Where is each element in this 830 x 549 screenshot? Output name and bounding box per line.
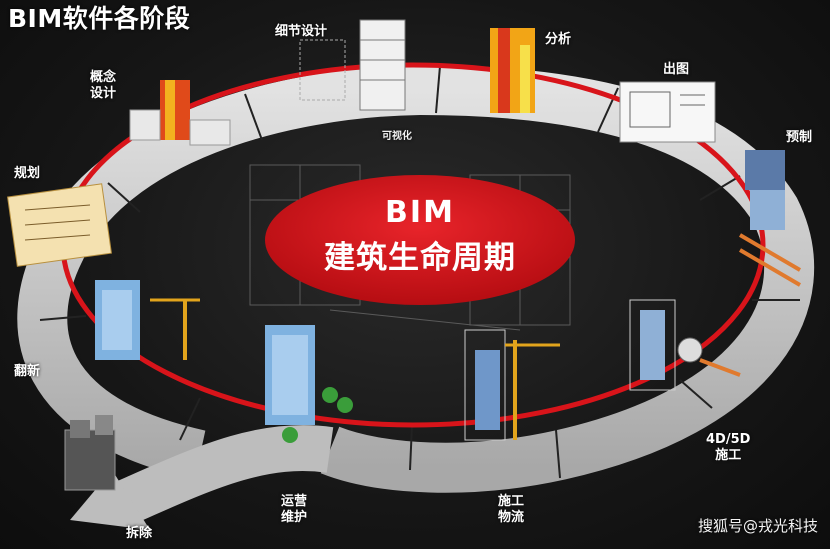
stage-label-analysis: 分析 (545, 32, 572, 47)
analysis-tower-icon (490, 28, 535, 113)
stage-label-construction-4d5d: 4D/5D 施工 (706, 432, 750, 463)
ring-arrow (70, 470, 150, 530)
stage-label-demolition: 拆除 (126, 526, 153, 541)
stage-label-concept: 概念 设计 (90, 70, 116, 101)
construction-line2: 施工 (715, 447, 742, 463)
logistics-crane-icon (464, 329, 560, 441)
planning-document-icon (7, 183, 112, 267)
stage-label-planning: 规划 (14, 166, 41, 181)
watermark: 搜狐号@戎光科技 (697, 517, 818, 535)
renovation-building-icon (95, 280, 200, 360)
operation-building-icon (265, 325, 353, 443)
detail-design-tower-icon (299, 19, 406, 111)
prefab-steel-icon (738, 150, 802, 287)
stage-label-prefab: 预制 (786, 130, 813, 145)
demolition-debris-icon (64, 415, 116, 491)
construction-4d5d-icon (629, 299, 741, 391)
page-title: BIM软件各阶段 (8, 4, 191, 33)
drawing-sheet-icon (619, 81, 716, 143)
concept-line1: 概念 (90, 70, 117, 85)
operation-line2: 维护 (281, 509, 308, 525)
ring-tail (110, 425, 334, 527)
center-title-bim: BIM (385, 195, 455, 230)
logistics-line2: 物流 (498, 509, 525, 525)
stage-label-renovation: 翻新 (14, 364, 41, 379)
stage-label-detail: 细节设计 (275, 24, 328, 39)
center-title-lifecycle: 建筑生命周期 (324, 240, 516, 276)
operation-line1: 运营 (281, 494, 308, 509)
stage-label-operation: 运营 维护 (281, 494, 307, 525)
stage-label-logistics: 施工 物流 (498, 494, 524, 525)
logistics-line1: 施工 (498, 494, 525, 509)
ring-label-visualization: 可视化 (382, 131, 412, 142)
concept-model-icon (129, 80, 231, 146)
center-oval (265, 175, 575, 305)
construction-line1: 4D/5D (706, 432, 751, 447)
concept-line2: 设计 (90, 85, 117, 101)
stage-label-drawing: 出图 (663, 62, 690, 77)
